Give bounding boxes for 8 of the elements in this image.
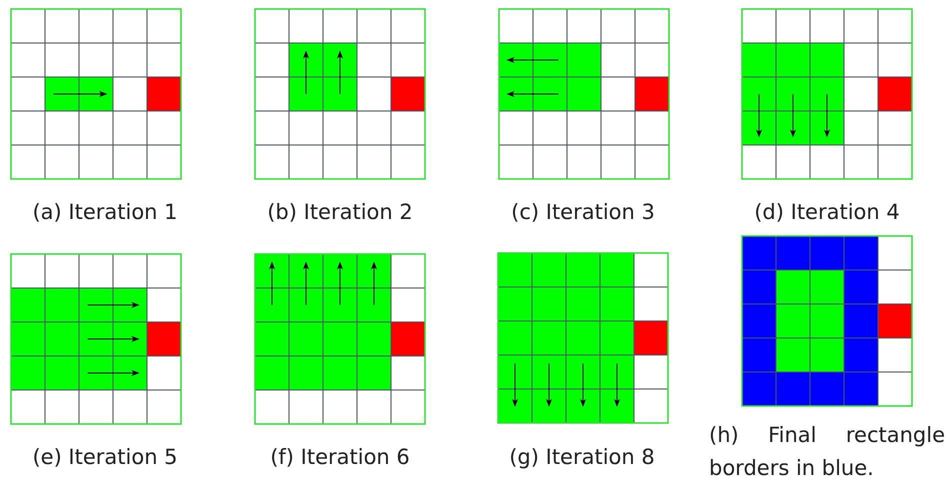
caption: (a) Iteration 1 bbox=[31, 199, 179, 226]
caption: (c) Iteration 3 bbox=[510, 199, 656, 226]
caption: (e) Iteration 5 bbox=[31, 444, 179, 471]
caption: (g) Iteration 8 bbox=[508, 444, 656, 471]
caption: (f) Iteration 6 bbox=[269, 444, 411, 471]
caption: (d) Iteration 4 bbox=[753, 199, 901, 226]
caption: (b) Iteration 2 bbox=[266, 199, 414, 226]
caption: (h) Final rectangle borders in blue. bbox=[709, 422, 945, 482]
